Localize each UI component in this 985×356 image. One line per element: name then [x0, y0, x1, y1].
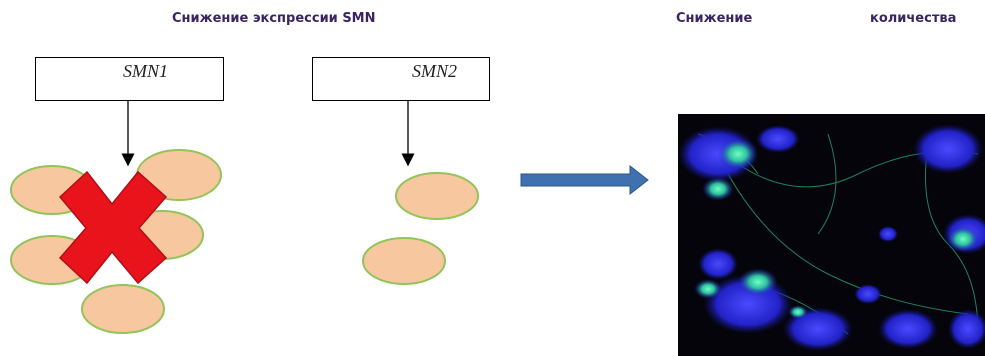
red-cross-icon: [58, 170, 168, 285]
left-title: Снижение экспрессии SMN: [172, 11, 376, 26]
right-title-word-1: Снижение: [676, 11, 753, 26]
micrograph-svg: [678, 114, 985, 356]
smn2-gene-label: SMN2: [412, 61, 457, 81]
cell: [395, 172, 479, 220]
smn1-gene-label: SMN1: [123, 61, 168, 81]
smn2-cell-group: [362, 172, 479, 285]
neuron-micrograph-image: [678, 114, 985, 356]
cell: [81, 284, 165, 334]
right-arrow-icon: [520, 164, 649, 196]
cell: [362, 237, 446, 285]
smn1-gene-box: [35, 57, 224, 101]
right-title-word-2: количества: [870, 11, 957, 26]
smn2-gene-box: [312, 57, 490, 101]
